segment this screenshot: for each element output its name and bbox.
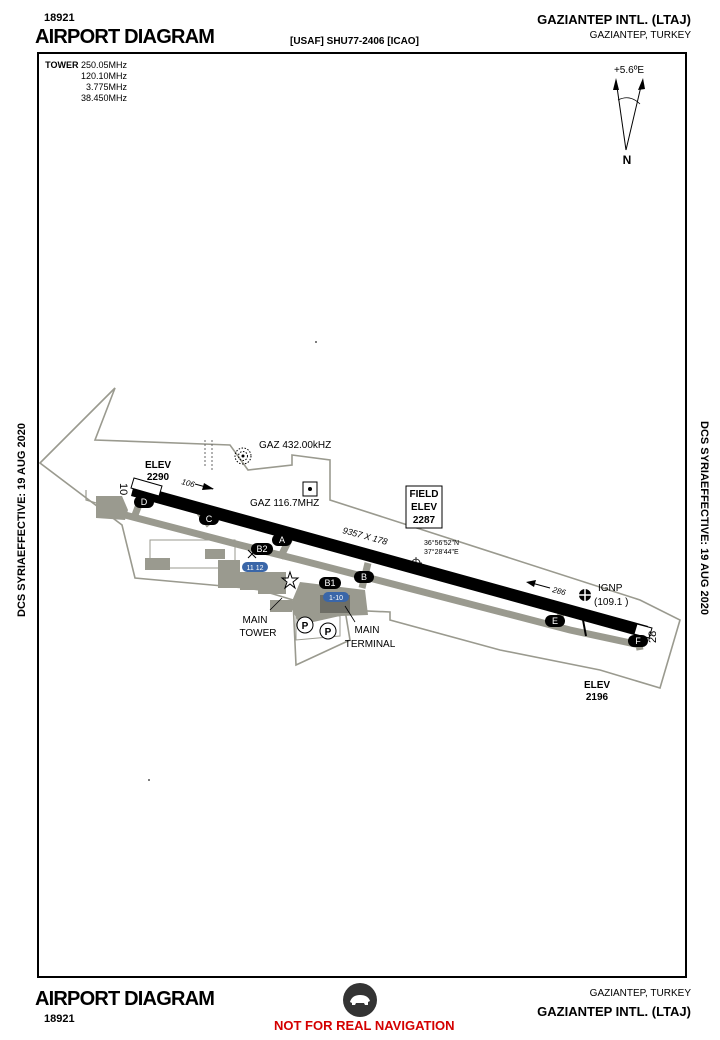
parallel-taxiway [121,511,644,649]
arp-latitude: 36°56'52"N [424,539,459,547]
west-hangar-area [149,539,236,569]
vor-icon [302,481,318,497]
svg-text:11 12: 11 12 [247,565,264,572]
obstacle-marks [204,440,213,472]
elev-east-label: ELEV [584,680,610,691]
hangar [205,549,225,559]
field-elev-value: 2287 [413,515,436,526]
vor-label: GAZ 116.7MHZ [250,498,319,509]
diagram-frame [37,52,687,978]
hangar [145,558,170,570]
tower-frequencies: TOWER 250.05MHz 120.10MHz 3.775MHz 38.45… [43,60,127,104]
svg-text:A: A [279,535,285,545]
ndb-icon [234,447,252,465]
parking-icon: P [319,622,337,640]
elev-west-value: 2290 [147,472,170,483]
taxiway-badge-b2: B2 [251,543,273,555]
heading-east: 286 [551,585,568,598]
svg-text:D: D [141,497,148,507]
svg-text:1-10: 1-10 [329,595,343,602]
svg-text:F: F [635,636,641,646]
svg-text:B: B [361,572,367,582]
field-elev-box [405,485,443,529]
parking-icon: P [296,616,314,634]
taxiway-badge-f: F [628,635,648,647]
runway-28-threshold [633,623,653,639]
tower-apron [258,572,286,594]
runway-10-threshold [130,477,163,497]
taxiway-badge-a: A [272,534,292,546]
runway-28-number: 28 [647,631,659,643]
chart-id: 18921 [44,12,75,24]
taxiway-badge-d: D [134,496,154,508]
footer-title: AIRPORT DIAGRAM [35,988,215,1010]
tower-freq-4: 38.450MHz [80,93,127,103]
hangar [218,560,240,588]
taxiway-badge-b1: B1 [319,577,341,589]
footer-chart-id: 18921 [44,1013,75,1025]
not-for-navigation-warning: NOT FOR REAL NAVIGATION [274,1018,455,1033]
north-arrow-icon [613,78,645,151]
magnetic-variation: +5.6ºE [614,65,644,76]
taxiway-badge-c: C [199,513,219,525]
footer-city: GAZIANTEP, TURKEY [589,988,691,999]
arp-longitude: 37°28'44"E [424,548,459,556]
localizer-marker [582,619,587,637]
tower-star-icon [280,570,300,590]
ignp-icon [578,588,592,602]
svg-text:B1: B1 [324,578,335,588]
tower-freq-2: 120.10MHz [80,71,127,81]
tower-building [270,600,292,612]
ignp-name: IGNP [598,583,623,594]
main-tower-label-2: TOWER [239,628,276,639]
boar-emblem-icon [343,983,377,1017]
svg-text:P: P [325,627,332,638]
elev-east-value: 2196 [586,692,609,703]
closed-marker-icon [247,549,257,559]
tower-label: TOWER [45,60,79,70]
svg-text:P: P [302,621,309,632]
taxiway-badge-e: E [545,615,565,627]
airport-city: GAZIANTEP, TURKEY [589,30,691,41]
north-label: N [623,153,632,167]
arp-icon [410,557,422,569]
heading-west: 106 [180,477,196,489]
runway-10-28 [131,484,648,638]
elev-west-label: ELEV [145,460,171,471]
airport-name: GAZIANTEP INTL. (LTAJ) [537,12,691,27]
tower-freq-1: 250.05MHz [80,60,127,70]
heading-arrow-east-icon [202,483,214,490]
footer-airport-name: GAZIANTEP INTL. (LTAJ) [537,1004,691,1019]
stand-badge-1-10: 1-10 [323,592,349,602]
taxiway-badge-b: B [354,571,374,583]
stand-badge-11-12: 11 12 [242,562,268,572]
tower-freq-3: 3.775MHz [85,82,127,92]
main-tower-label-1: MAIN [243,615,268,626]
field-elev-label-2: ELEV [411,502,437,513]
main-terminal-label-2: TERMINAL [345,639,396,650]
parking-area [295,611,341,641]
svg-text:C: C [206,514,213,524]
chart-title: AIRPORT DIAGRAM [35,26,215,48]
runway-10-number: 10 [117,483,129,495]
procedure-id: [USAF] SHU77-2406 [ICAO] [290,36,419,47]
terrain-dot [315,341,317,343]
ignp-freq: (109.1 ) [594,597,628,608]
ndb-label: GAZ 432.00kHZ [259,440,331,451]
field-elev-label-1: FIELD [410,489,439,500]
heading-arrow-west-icon [526,580,536,587]
main-terminal-label-1: MAIN [355,625,380,636]
terrain-dot [148,779,150,781]
svg-text:B2: B2 [256,544,267,554]
svg-text:E: E [552,616,558,626]
west-apron [96,496,128,520]
